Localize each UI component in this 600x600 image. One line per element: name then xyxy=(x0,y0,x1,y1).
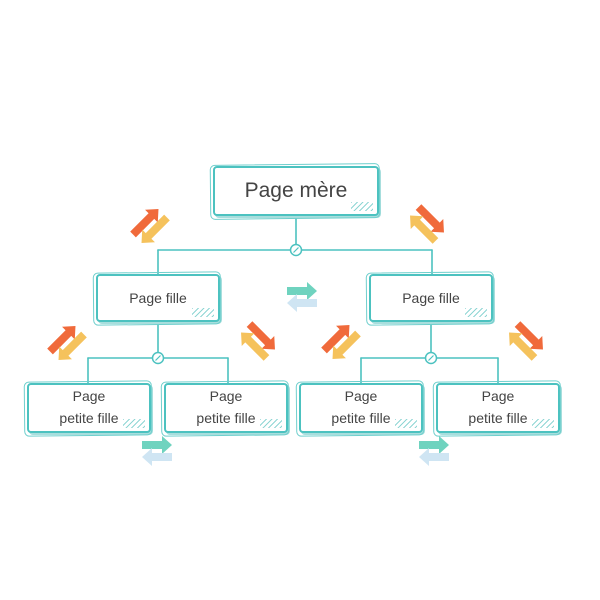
grandchild-page-label: Page petite fille xyxy=(196,388,256,426)
grandchild-page-node: Page petite fille xyxy=(436,383,560,433)
grandchild-page-label: Page petite fille xyxy=(59,388,119,426)
swap-arrows-icon xyxy=(287,282,317,312)
double-arrow-icon xyxy=(321,325,361,359)
grandchild-page-node: Page petite fille xyxy=(299,383,423,433)
grandchild-page-label: Page petite fille xyxy=(468,388,528,426)
root-page-node: Page mère xyxy=(213,166,379,216)
link-icon xyxy=(151,351,165,365)
swap-arrows-icon xyxy=(419,436,449,466)
link-icon xyxy=(289,243,303,257)
double-arrow-icon xyxy=(241,321,275,361)
link-icon xyxy=(424,351,438,365)
double-arrow-icon xyxy=(410,204,444,244)
child-page-node-right: Page fille xyxy=(369,274,493,322)
child-page-label: Page fille xyxy=(402,290,460,306)
double-arrow-icon xyxy=(130,209,170,243)
swap-arrows-icon xyxy=(142,436,172,466)
double-arrow-icon xyxy=(47,326,87,360)
root-page-label: Page mère xyxy=(244,179,348,202)
grandchild-page-label: Page petite fille xyxy=(331,388,391,426)
double-arrow-icon xyxy=(509,321,543,361)
grandchild-page-node: Page petite fille xyxy=(27,383,151,433)
child-page-label: Page fille xyxy=(129,290,187,306)
child-page-node-left: Page fille xyxy=(96,274,220,322)
grandchild-page-node: Page petite fille xyxy=(164,383,288,433)
